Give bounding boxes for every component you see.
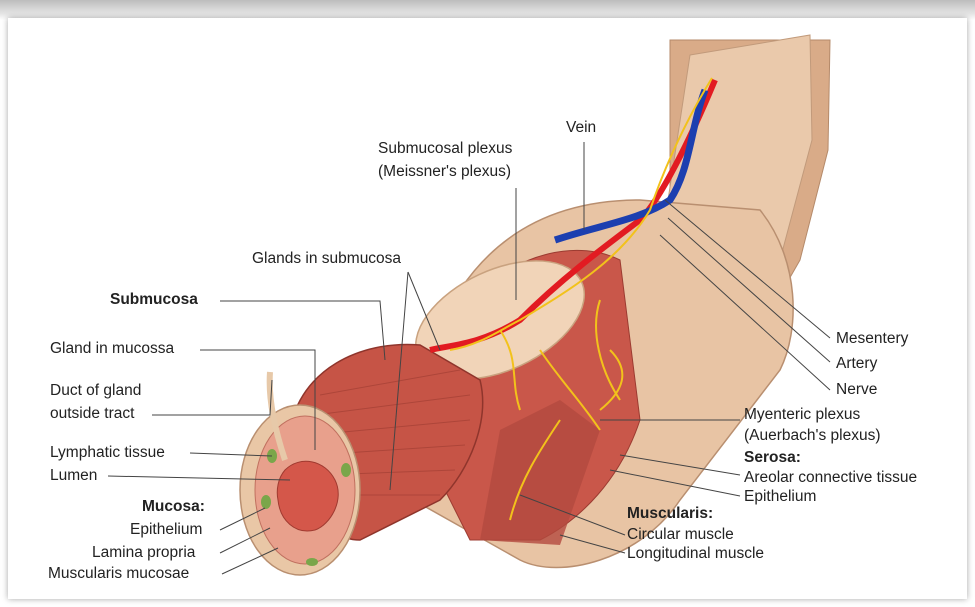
label-longitudinal-muscle: Longitudinal muscle (627, 545, 764, 563)
label-lymphatic: Lymphatic tissue (50, 444, 165, 462)
label-circular-muscle: Circular muscle (627, 526, 734, 544)
label-serosa-epithelium: Epithelium (744, 488, 816, 506)
label-submucosa: Submucosa (110, 291, 198, 309)
label-meissners-plexus: (Meissner's plexus) (378, 163, 511, 181)
label-glands-submucosa: Glands in submucosa (252, 250, 401, 268)
label-artery: Artery (836, 355, 877, 373)
label-myenteric-plexus: Myenteric plexus (744, 406, 860, 424)
lymphatic-nodule-3 (261, 495, 271, 509)
lymphatic-nodule-2 (341, 463, 351, 477)
label-submucosal-plexus: Submucosal plexus (378, 140, 512, 158)
label-areolar: Areolar connective tissue (744, 469, 917, 487)
label-vein: Vein (566, 119, 596, 137)
label-muscularis: Muscularis: (627, 505, 713, 523)
label-duct-of-gland: Duct of gland (50, 382, 141, 400)
label-nerve: Nerve (836, 381, 877, 399)
label-lamina-propria: Lamina propria (92, 544, 195, 562)
label-epithelium: Epithelium (130, 521, 202, 539)
label-lumen: Lumen (50, 467, 97, 485)
label-auerbachs-plexus: (Auerbach's plexus) (744, 427, 881, 445)
label-mucosa: Mucosa: (142, 498, 205, 516)
label-serosa: Serosa: (744, 449, 801, 467)
label-gland-mucosa: Gland in mucossa (50, 340, 174, 358)
label-outside-tract: outside tract (50, 405, 134, 423)
lymphatic-nodule-4 (306, 558, 318, 566)
label-muscularis-mucosae: Muscularis mucosae (48, 565, 189, 583)
label-mesentery: Mesentery (836, 330, 908, 348)
